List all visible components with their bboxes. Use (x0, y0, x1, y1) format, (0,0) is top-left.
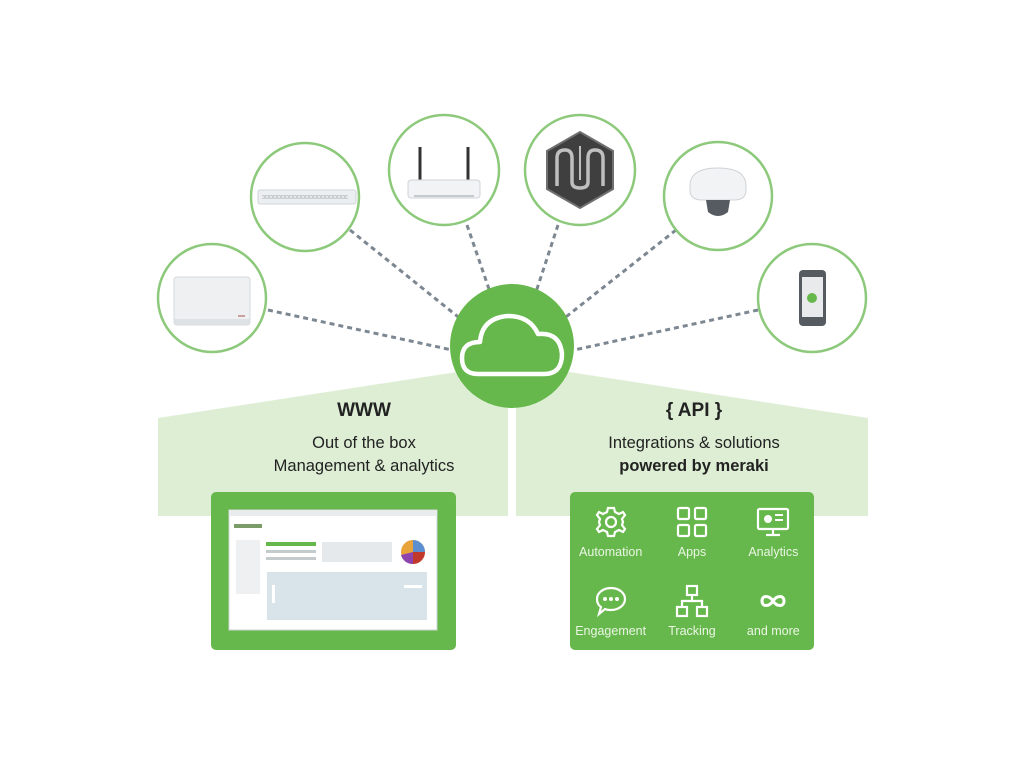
analytics-monitor-icon (757, 507, 790, 537)
device-access-point[interactable] (156, 242, 268, 354)
api-panel (570, 492, 814, 650)
connector-line (267, 308, 453, 352)
left-panel-line2: Management & analytics (273, 457, 455, 475)
tile-automation[interactable]: Automation (570, 492, 651, 571)
connector-line (561, 228, 677, 322)
cloud-icon (459, 313, 565, 377)
tile-label: Engagement (575, 624, 647, 638)
hexagon-m-logo-icon (546, 130, 614, 210)
right-panel-line1: Integrations & solutions (608, 434, 780, 452)
wireless-router-icon (407, 147, 481, 199)
device-mobile[interactable] (756, 242, 868, 354)
right-panel-title: { API } (665, 400, 723, 421)
connector-line (465, 224, 492, 293)
tile-label: Automation (579, 545, 643, 559)
right-panel-line2: powered by meraki (619, 457, 769, 475)
tile-engagement[interactable]: Engagement (570, 571, 651, 650)
dashboard-panel[interactable] (211, 492, 456, 650)
dome-camera-icon (689, 167, 747, 216)
connector-line (349, 228, 463, 322)
chat-bubble-icon (595, 586, 626, 618)
network-hierarchy-icon (675, 584, 709, 618)
apps-grid-icon (676, 506, 708, 538)
infinity-icon (760, 595, 786, 607)
device-camera[interactable] (662, 140, 774, 252)
gear-icon (595, 506, 627, 538)
device-router[interactable] (387, 113, 501, 227)
tile-label: and more (746, 624, 800, 638)
left-background-panel (158, 370, 508, 516)
left-panel-line1: Out of the box (312, 434, 416, 452)
dashboard-screenshot-icon (228, 509, 438, 631)
tile-label: Tracking (668, 624, 716, 638)
connector-line (573, 308, 759, 352)
device-switch[interactable] (249, 141, 361, 253)
smartphone-icon (799, 270, 826, 326)
tile-label: Analytics (748, 545, 799, 559)
wall-access-point-icon (173, 276, 251, 326)
network-switch-icon (257, 189, 357, 205)
meraki-cloud[interactable] (450, 284, 574, 408)
device-systems-manager[interactable] (523, 113, 637, 227)
tile-apps[interactable]: Apps (651, 492, 732, 571)
tile-and-more[interactable]: and more (733, 571, 814, 650)
tile-tracking[interactable]: Tracking (651, 571, 732, 650)
tile-label: Apps (677, 545, 707, 559)
left-panel-title: WWW (337, 400, 391, 421)
right-background-panel (516, 370, 868, 516)
connector-lines (267, 224, 759, 352)
connector-line (534, 224, 560, 293)
api-tiles-grid: Automation Apps Analytics (570, 492, 814, 650)
tile-analytics[interactable]: Analytics (733, 492, 814, 571)
